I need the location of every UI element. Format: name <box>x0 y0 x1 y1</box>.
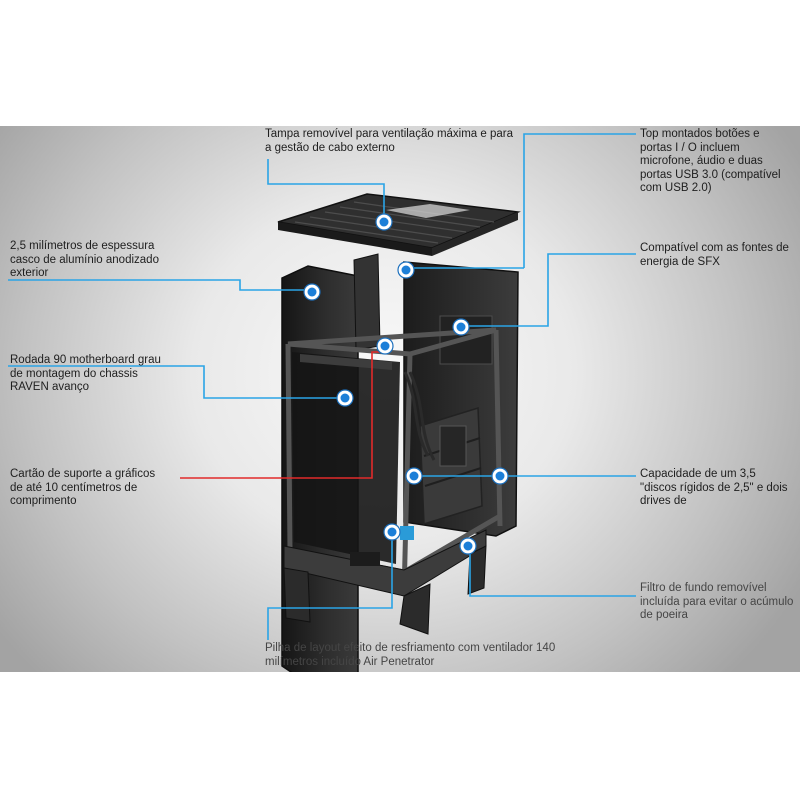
callout-fan-stack: Pilha de layout efeito de resfriamento c… <box>265 642 556 668</box>
callout-sfx-psu: Compatível com as fontes de energia de S… <box>640 242 789 268</box>
leader-fan-stack <box>267 536 393 640</box>
callout-top-io: Top montados botões e portas I / O inclu… <box>640 128 781 194</box>
case-diagram <box>8 133 636 672</box>
diagram-panel: Tampa removível para ventilação máxima e… <box>0 126 800 672</box>
callout-marker-dot <box>383 523 401 541</box>
leader-lines <box>8 133 636 640</box>
callout-marker-dot <box>303 283 321 301</box>
callout-marker-dot <box>491 467 509 485</box>
callout-motherboard-rotated: Rodada 90 motherboard grau de montagem d… <box>10 354 161 393</box>
leader-aluminum-shell <box>8 279 312 291</box>
callout-marker-dot <box>452 318 470 336</box>
callout-marker-dot <box>336 389 354 407</box>
callout-marker-dot <box>375 213 393 231</box>
leader-bottom-filter <box>469 550 636 597</box>
callout-top-cover: Tampa removível para ventilação máxima e… <box>265 128 514 154</box>
callout-marker-dot <box>459 537 477 555</box>
leader-top-io <box>523 133 636 268</box>
leader-sfx-psu <box>466 253 636 327</box>
leader-motherboard <box>8 365 340 399</box>
drive-bays <box>419 406 483 526</box>
leader-top-cover <box>267 159 385 220</box>
callout-markers <box>303 213 509 555</box>
callout-marker-dot <box>376 337 394 355</box>
callout-marker-dot <box>405 467 423 485</box>
cabling <box>403 371 436 461</box>
callout-marker-dot <box>397 261 415 279</box>
callout-gpu-support: Cartão de suporte a gráficos de até 10 c… <box>10 468 156 507</box>
callout-bottom-filter: Filtro de fundo removível incluída para … <box>640 582 794 621</box>
computer-case <box>277 193 521 672</box>
top-cover <box>277 193 521 256</box>
callout-drive-capacity: Capacidade de um 3,5 "discos rígidos de … <box>640 468 788 507</box>
callout-aluminum-shell: 2,5 milímetros de espessura casco de alu… <box>10 240 159 279</box>
